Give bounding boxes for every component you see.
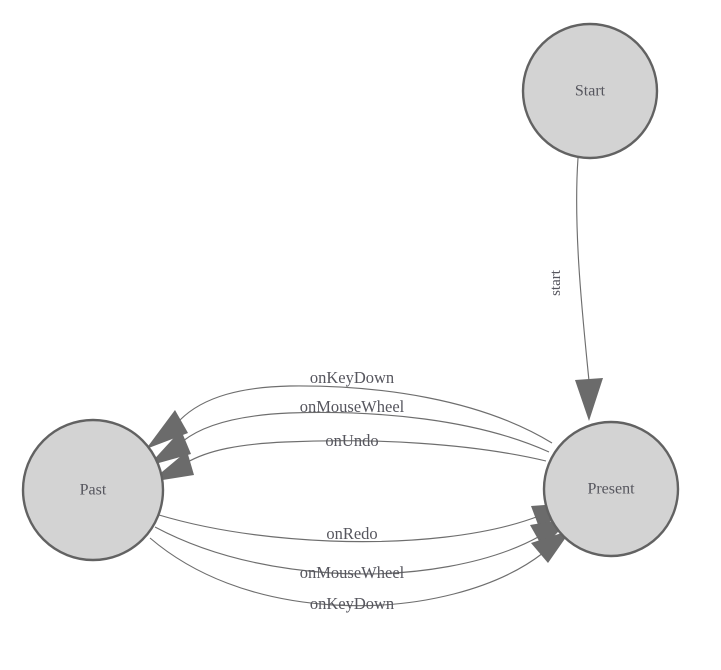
edge-present-to-past-mousewheel-label: onMouseWheel (300, 397, 405, 416)
node-start[interactable]: Start (521, 22, 659, 160)
edge-past-to-present-mousewheel-path (154, 526, 541, 575)
edge-past-to-present-keydown-path (149, 537, 544, 607)
edge-past-to-present-redo[interactable]: onRedo (158, 503, 572, 543)
node-start-label: Start (575, 83, 606, 100)
edge-present-to-past-undo-path (185, 440, 547, 464)
edge-start-to-present-label: start (548, 269, 564, 296)
edge-present-to-past-undo[interactable]: onUndo (150, 431, 547, 482)
edge-present-to-past-keydown-arrowhead (146, 410, 188, 449)
node-past-label: Past (80, 482, 107, 499)
edge-present-to-past-undo-label: onUndo (325, 431, 378, 450)
node-start-circle (521, 22, 659, 160)
edge-present-to-past-keydown-path (179, 385, 553, 444)
node-present-label: Present (587, 481, 635, 498)
edge-past-to-present-mousewheel-label: onMouseWheel (300, 563, 405, 582)
edge-past-to-present-redo-label: onRedo (326, 524, 377, 543)
node-past[interactable]: Past (21, 418, 165, 562)
edge-past-to-present-keydown[interactable]: onKeyDown (149, 530, 571, 613)
node-present[interactable]: Present (542, 420, 680, 558)
node-past-circle (21, 418, 165, 562)
edge-present-to-past-keydown[interactable]: onKeyDown (146, 368, 553, 449)
edge-past-to-present-keydown-arrowhead (531, 530, 571, 563)
edge-start-to-present-path (576, 157, 590, 382)
edge-present-to-past-mousewheel-path (182, 411, 550, 453)
edge-present-to-past-keydown-label: onKeyDown (310, 368, 394, 387)
edge-past-to-present-redo-path (158, 514, 540, 543)
node-present-circle (542, 420, 680, 558)
edge-start-to-present-arrowhead (575, 378, 603, 421)
edge-past-to-present-keydown-label: onKeyDown (310, 594, 394, 613)
edge-start-to-present[interactable]: start (548, 157, 603, 421)
